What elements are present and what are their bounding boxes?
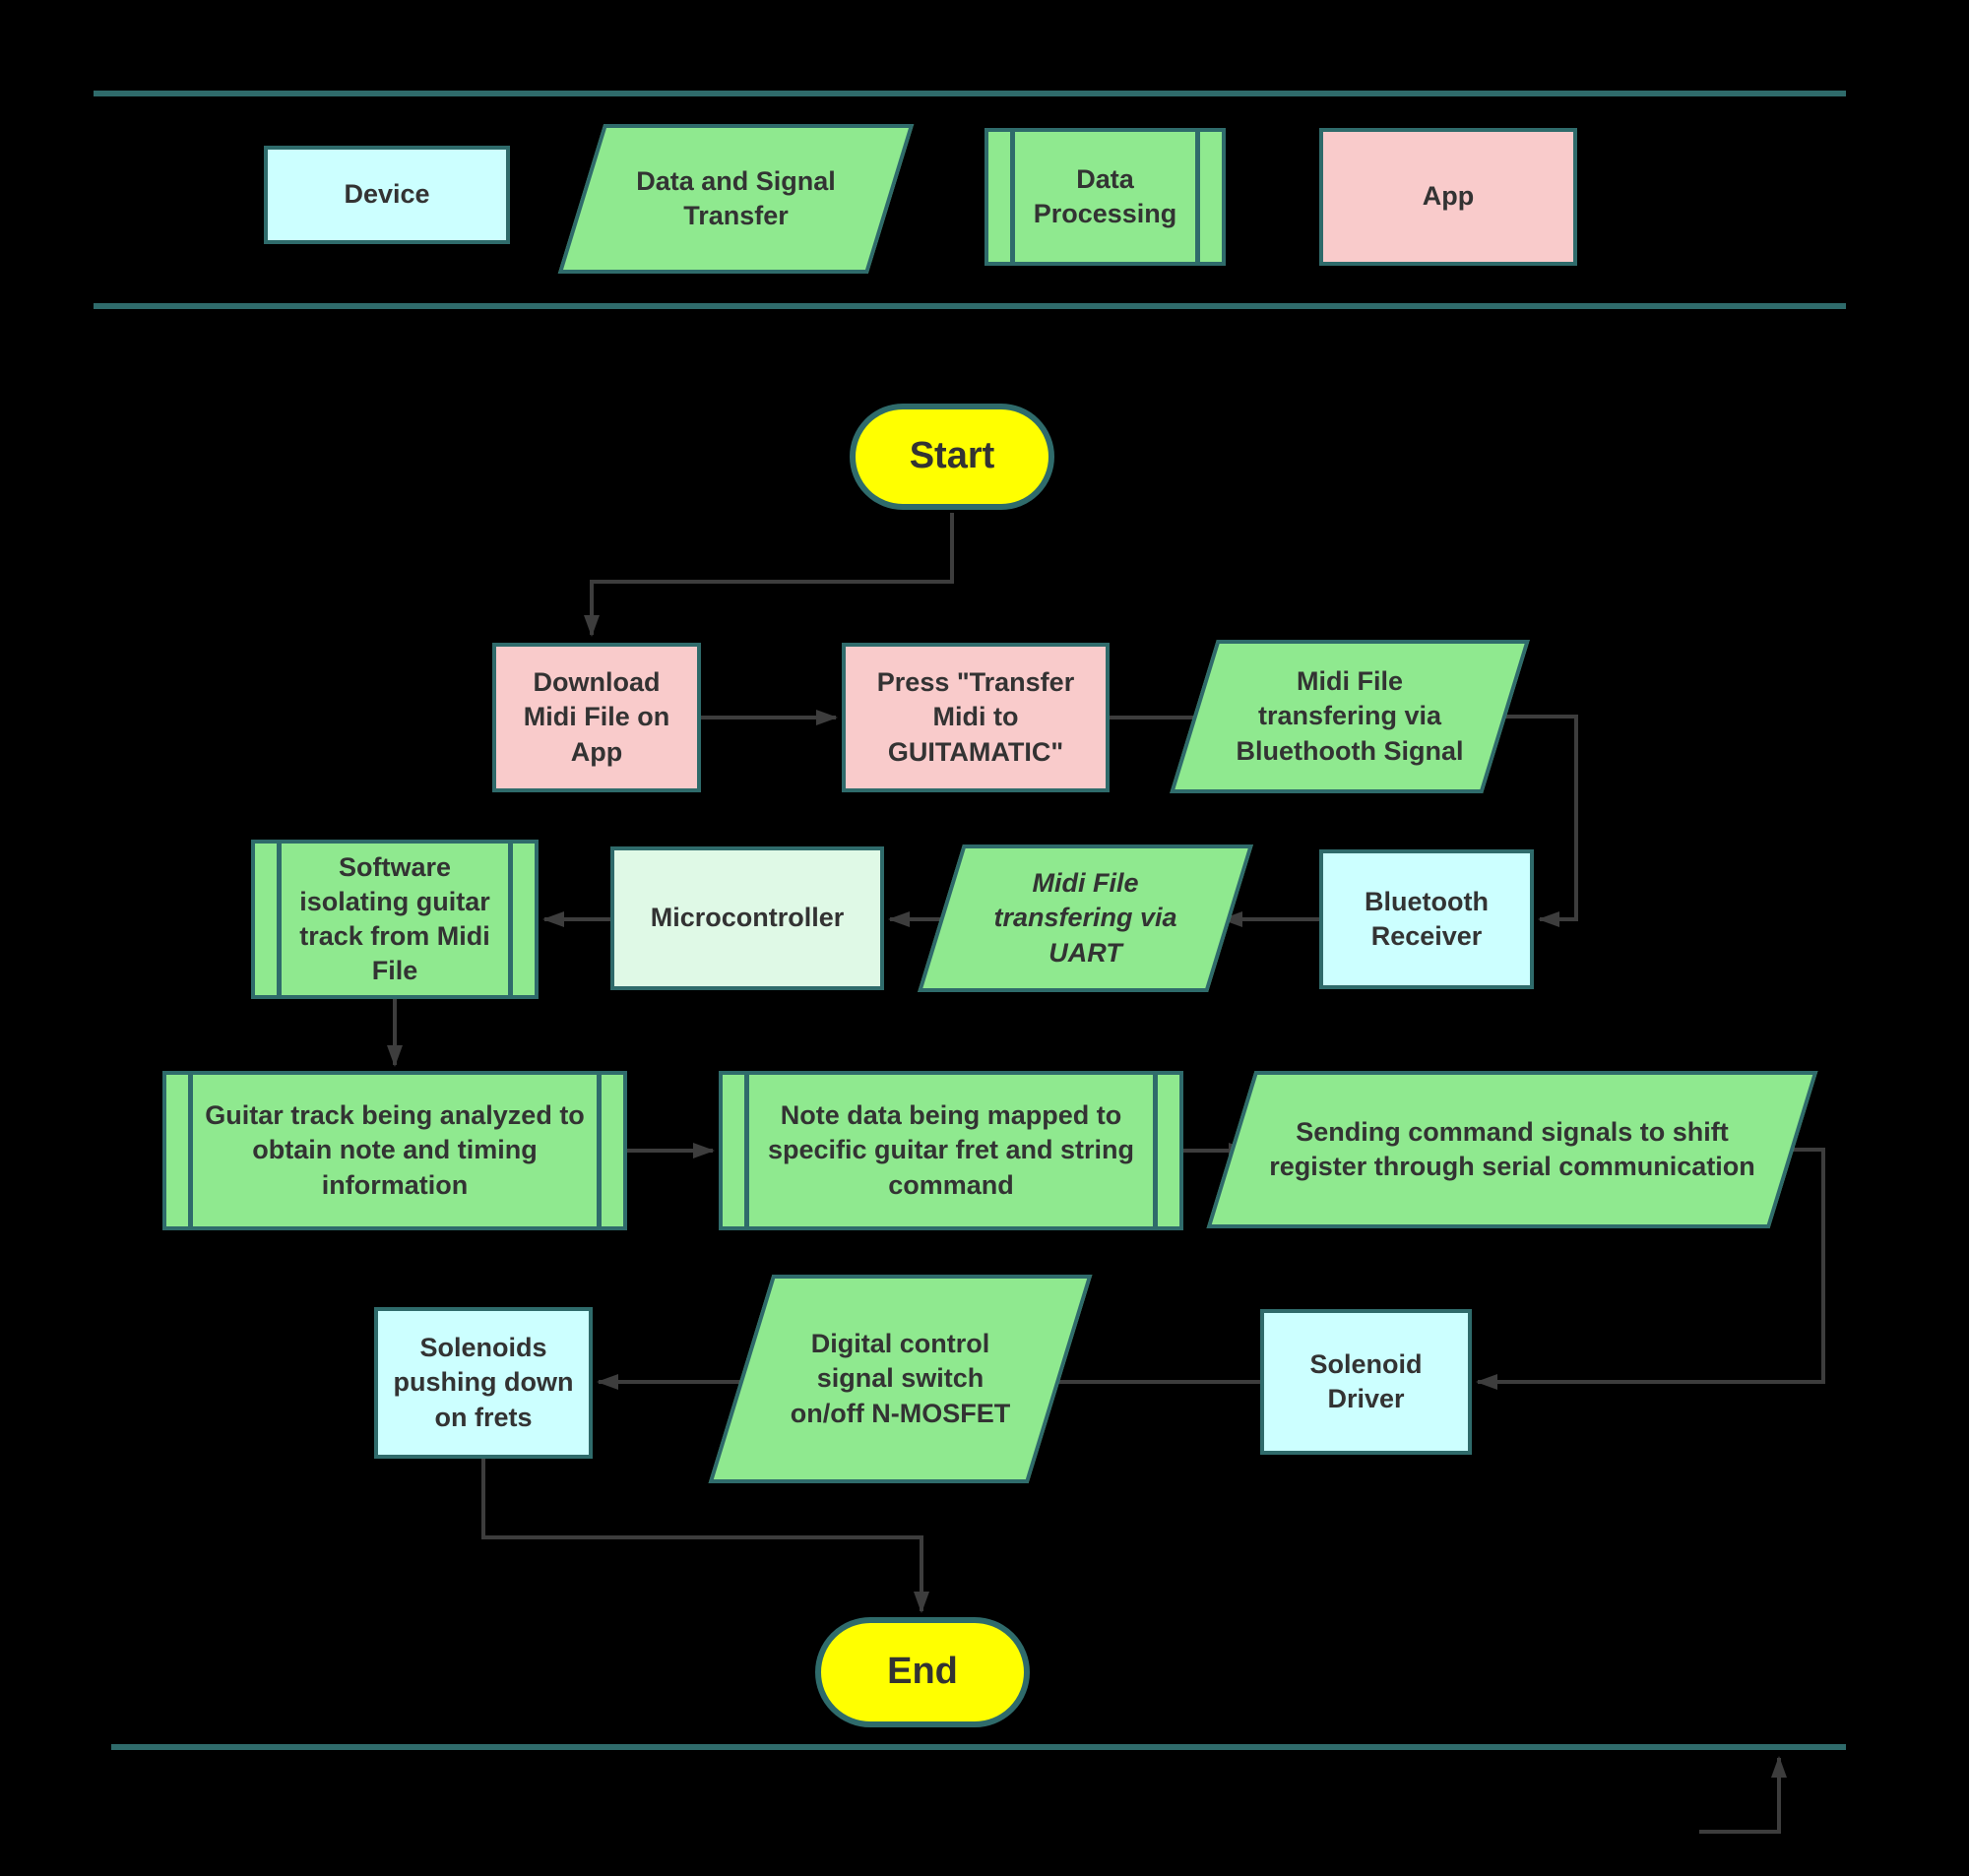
bluetooth-receiver-node: Bluetooth Receiver: [1319, 849, 1534, 989]
legend-app-label: App: [1422, 181, 1475, 212]
arrow-bottom-right-up: [1699, 1756, 1787, 1834]
guitar-track-analysis-label: Guitar track being analyzed to obtain no…: [205, 1100, 585, 1200]
legend-app-shape: App: [1319, 128, 1577, 266]
sending-command-node: Sending command signals to shift registe…: [1206, 1071, 1818, 1228]
legend-processing-label: Data Processing: [1033, 163, 1177, 228]
start-node: Start: [850, 404, 1054, 510]
end-label: End: [887, 1651, 958, 1693]
software-isolating-node: Software isolating guitar track from Mid…: [251, 840, 539, 999]
digital-control-label: Digital control signal switch on/off N-M…: [790, 1329, 1011, 1428]
bluetooth-receiver-label: Bluetooth Receiver: [1365, 886, 1489, 951]
start-label: Start: [909, 435, 995, 477]
note-data-mapping-node: Note data being mapped to specific guita…: [719, 1071, 1183, 1230]
legend-device-shape: Device: [264, 146, 510, 244]
legend-divider-bottom: [94, 303, 1846, 309]
arrow-start-to-download: [584, 513, 954, 637]
legend-divider-top: [94, 91, 1846, 96]
legend-processing-shape: Data Processing: [984, 128, 1226, 266]
solenoids-frets-label: Solenoids pushing down on frets: [393, 1333, 574, 1432]
solenoid-driver-label: Solenoid Driver: [1309, 1348, 1423, 1413]
note-data-mapping-label: Note data being mapped to specific guita…: [767, 1100, 1135, 1200]
bluetooth-signal-node: Midi File transfering via Bluethooth Sig…: [1170, 640, 1530, 793]
software-isolating-label: Software isolating guitar track from Mid…: [299, 851, 490, 986]
digital-control-node: Digital control signal switch on/off N-M…: [708, 1275, 1093, 1483]
bottom-divider: [111, 1744, 1846, 1750]
sending-command-label: Sending command signals to shift registe…: [1269, 1116, 1755, 1181]
legend-device-label: Device: [344, 179, 430, 210]
bluetooth-signal-label: Midi File transfering via Bluethooth Sig…: [1236, 666, 1464, 766]
arrow-sending-to-solenoiddriver: [1476, 1148, 1825, 1390]
uart-transfer-label: Midi File transfering via UART: [993, 868, 1177, 968]
download-midi-label: Download Midi File on App: [523, 667, 670, 767]
solenoid-driver-node: Solenoid Driver: [1260, 1309, 1472, 1455]
arrow-btsignal-to-receiver: [1479, 715, 1578, 927]
uart-transfer-node: Midi File transfering via UART: [918, 844, 1253, 992]
microcontroller-node: Microcontroller: [610, 846, 884, 990]
end-node: End: [815, 1617, 1030, 1727]
microcontroller-label: Microcontroller: [650, 903, 845, 933]
legend-transfer-shape: Data and Signal Transfer: [557, 124, 915, 274]
guitar-track-analysis-node: Guitar track being analyzed to obtain no…: [162, 1071, 627, 1230]
press-transfer-label: Press "Transfer Midi to GUITAMATIC": [876, 667, 1075, 767]
download-midi-node: Download Midi File on App: [492, 643, 701, 792]
legend-transfer-label: Data and Signal Transfer: [636, 165, 836, 230]
press-transfer-node: Press "Transfer Midi to GUITAMATIC": [842, 643, 1110, 792]
arrow-solenoids-to-end: [481, 1459, 929, 1613]
solenoids-frets-node: Solenoids pushing down on frets: [374, 1307, 593, 1459]
